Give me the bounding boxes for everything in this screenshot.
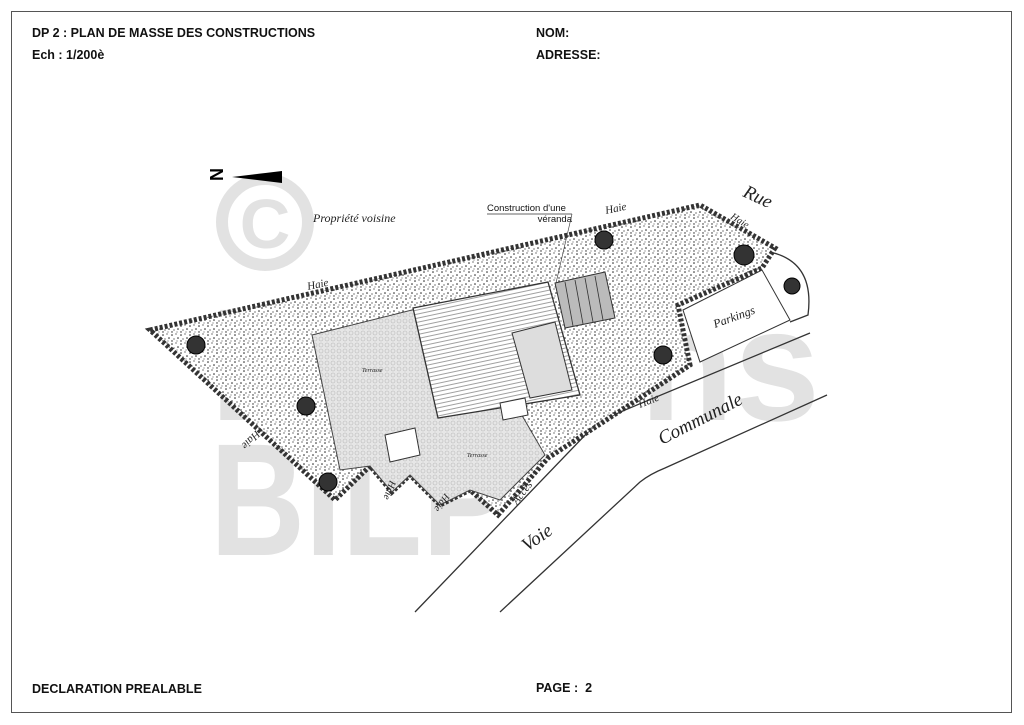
neighbour-label: Propriété voisine bbox=[312, 211, 396, 225]
address-label: ADRESSE: bbox=[536, 48, 601, 62]
veranda-stairs bbox=[564, 275, 604, 327]
tree-icon bbox=[653, 345, 673, 365]
tree-icon bbox=[186, 335, 206, 355]
tree-icon bbox=[783, 277, 801, 295]
page-number: 2 bbox=[585, 681, 593, 695]
tree-icon bbox=[594, 230, 614, 250]
page-frame bbox=[11, 11, 1012, 713]
declaration-label: DECLARATION PREALABLE bbox=[32, 682, 202, 696]
svg-text:N: N bbox=[206, 168, 226, 181]
roof-annex bbox=[511, 321, 573, 399]
tree-icon bbox=[296, 396, 316, 416]
steps bbox=[499, 397, 529, 421]
tree-icon bbox=[733, 244, 755, 266]
hedge-label: Haie bbox=[603, 201, 628, 217]
tree-icon bbox=[318, 472, 338, 492]
north-arrow-icon: N bbox=[206, 168, 282, 183]
page-indicator: PAGE : 2 bbox=[536, 681, 592, 695]
svg-text:C: C bbox=[240, 185, 291, 263]
parking-area bbox=[682, 269, 791, 363]
page-label: PAGE : bbox=[536, 681, 579, 695]
scale-label: Ech : 1/200è bbox=[32, 48, 105, 62]
hedge-label: Haie bbox=[305, 277, 330, 293]
terrace-label: Terrasse bbox=[467, 453, 488, 459]
name-label: NOM: bbox=[536, 26, 570, 40]
veranda-note-line1: Construction d'une bbox=[487, 203, 566, 214]
steps bbox=[384, 427, 421, 463]
veranda bbox=[554, 271, 616, 329]
trees bbox=[186, 230, 801, 492]
veranda-note-line2: véranda bbox=[538, 214, 573, 225]
terrace-label: Terrasse bbox=[362, 368, 383, 374]
street-label: Rue bbox=[739, 181, 776, 213]
road-label-voie: Voie bbox=[518, 520, 557, 556]
document-title: DP 2 : PLAN DE MASSE DES CONSTRUCTIONS bbox=[32, 26, 316, 40]
